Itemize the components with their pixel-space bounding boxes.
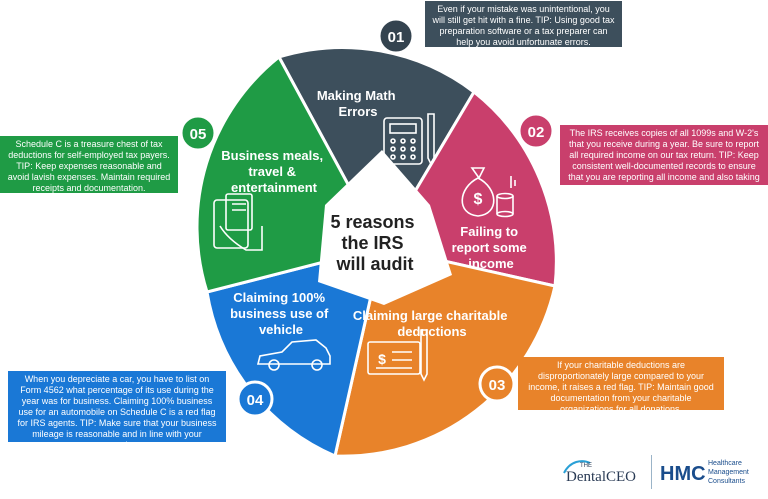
segment-04-title-1: Claiming 100% (233, 290, 325, 305)
dental-ceo-text: DentalCEO (566, 469, 636, 485)
tip-box-03: If your charitable deductions are dispro… (518, 357, 724, 414)
hmc-line-2: Management (708, 469, 749, 476)
svg-text:$: $ (378, 351, 386, 367)
dental-ceo-logo: THE DentalCEO (560, 453, 648, 485)
badge-05: 05 (179, 114, 217, 152)
car-icon (256, 339, 331, 371)
badge-01-number: 01 (388, 29, 405, 46)
svg-text:$: $ (474, 191, 483, 208)
badge-02-number: 02 (528, 124, 545, 141)
tip-box-02: The IRS receives copies of all 1099s and… (560, 125, 768, 185)
tip-box-01: Even if your mistake was unintentional, … (425, 1, 622, 47)
badge-03-number: 03 (489, 377, 506, 394)
hmc-mark: HMC (660, 463, 706, 485)
center-star (318, 150, 452, 305)
segment-03-title-2: deductions (397, 324, 466, 339)
hmc-logo: HMC Healthcare Management Consultants (658, 456, 764, 488)
segment-04-title-2: business use of (230, 306, 329, 321)
hmc-line-1: Healthcare (708, 460, 742, 467)
center-line-2: the IRS (341, 233, 403, 253)
badge-02: 02 (517, 112, 555, 150)
badge-04: 04 (236, 380, 274, 418)
center-line-1: 5 reasons (330, 212, 414, 232)
segment-05-title-2: travel & (248, 164, 296, 179)
badge-04-number: 04 (247, 392, 264, 409)
svg-text:Business meals, travel &: Business meals, travel & entertainment (221, 148, 327, 195)
segment-05-title-1: Business meals, (221, 148, 323, 163)
svg-text:Claiming 100% business use: Claiming 100% business use of vehicle (230, 290, 332, 337)
badge-03: 03 (478, 365, 516, 403)
center-line-3: will audit (335, 254, 413, 274)
segment-04-title-3: vehicle (259, 322, 303, 337)
segment-02-title-1: Failing to (460, 224, 518, 239)
svg-text:Claiming large charitable: Claiming large charitable deductions (353, 308, 511, 339)
svg-text:Making Math Errors: Making Math Errors (317, 88, 399, 119)
money-bag-icon: $ (461, 167, 516, 218)
segment-05-title-3: entertainment (231, 180, 318, 195)
segment-01-title-1: Making Math (317, 88, 396, 103)
segment-02-title-3: income (468, 256, 514, 271)
segment-02-title-2: report some (452, 240, 527, 255)
tip-box-05: Schedule C is a treasure chest of tax de… (0, 136, 178, 193)
calculator-icon (383, 113, 435, 166)
credit-card-hand-icon (213, 193, 263, 251)
badge-05-number: 05 (190, 126, 207, 143)
svg-text:Healthcare Management: Healthcare Management Consultants (708, 460, 751, 485)
tip-box-04: When you depreciate a car, you have to l… (8, 371, 226, 450)
svg-text:Failing to report some: Failing to report some income (452, 224, 531, 271)
segment-01-making-math-errors (276, 46, 476, 251)
hmc-line-3: Consultants (708, 478, 745, 485)
badge-01: 01 (377, 17, 415, 55)
segment-01-title-2: Errors (338, 104, 377, 119)
svg-text:5 reasons the IRS will: 5 reasons the IRS will audit (330, 212, 419, 274)
segment-03-title-1: Claiming large charitable (353, 308, 508, 323)
dental-ceo-small-text: THE (580, 463, 592, 469)
check-document-icon: $ (367, 329, 428, 382)
logo-divider (651, 455, 652, 489)
